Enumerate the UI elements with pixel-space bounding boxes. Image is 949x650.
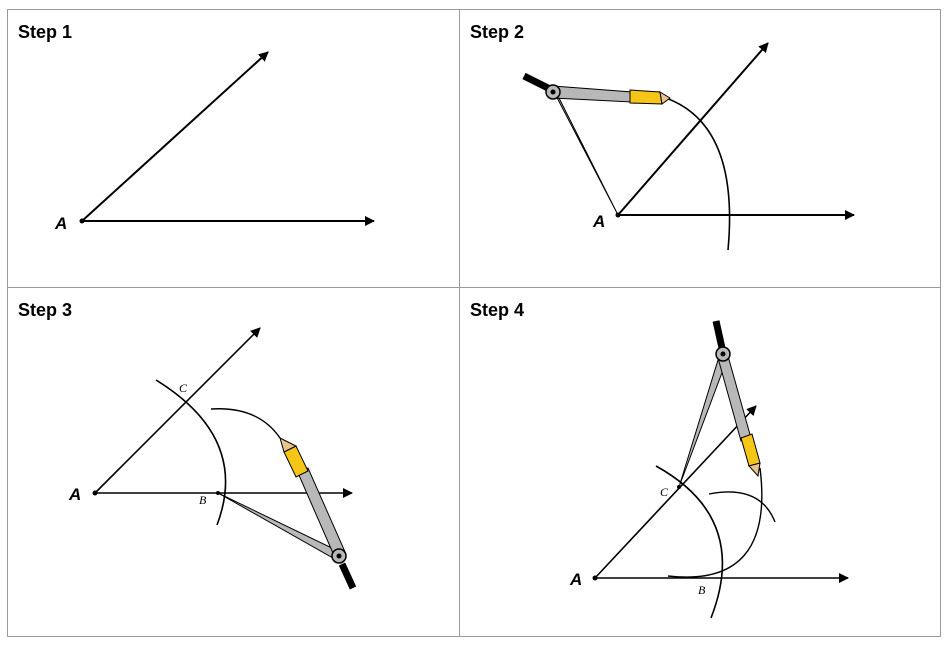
step-1-label: Step 1 xyxy=(18,22,73,42)
compass xyxy=(522,72,671,216)
arc-large xyxy=(667,467,763,578)
point-label-b: B xyxy=(698,583,706,597)
arc-through-b-c xyxy=(155,379,227,526)
step-3-panel: Step 3 A C B xyxy=(8,288,459,636)
pencil-tip xyxy=(279,437,298,453)
compass xyxy=(217,437,357,590)
step-3-label: Step 3 xyxy=(18,300,73,320)
vertex-label-a: A xyxy=(54,214,67,233)
compass-hinge-pin xyxy=(550,89,556,95)
step-1-diagram: A xyxy=(54,51,375,233)
compass-handle xyxy=(712,320,726,349)
compass-pencil-arm xyxy=(552,85,633,103)
vertex-point xyxy=(615,212,621,218)
ray-upper xyxy=(94,327,261,494)
steps-grid xyxy=(7,9,941,637)
compass xyxy=(678,320,761,488)
point-b xyxy=(216,491,220,495)
compass-hinge-pin xyxy=(336,553,342,559)
vertex-label-a: A xyxy=(569,570,582,589)
pencil-body xyxy=(629,89,663,105)
pencil-tip xyxy=(748,462,761,478)
pencil-body xyxy=(740,433,761,467)
vertex-point xyxy=(79,218,85,224)
step-1-panel: Step 1 A xyxy=(8,10,459,287)
step-3-diagram: A C B xyxy=(68,327,357,590)
vertex-label-a: A xyxy=(592,212,605,231)
point-label-c: C xyxy=(660,485,669,499)
step-4-label: Step 4 xyxy=(470,300,525,320)
ray-upper xyxy=(617,42,769,216)
step-4-diagram: A C B xyxy=(569,320,849,619)
grid-divider-horizontal xyxy=(7,287,941,288)
point-c xyxy=(677,485,681,489)
compass-needle-leg xyxy=(678,359,727,488)
arc-small xyxy=(708,491,776,523)
compass-handle xyxy=(338,562,357,590)
step-2-label: Step 2 xyxy=(470,22,525,42)
point-label-c: C xyxy=(179,381,188,395)
vertex-point xyxy=(92,490,98,496)
compass-needle-leg xyxy=(551,87,619,216)
arc-upper-right xyxy=(210,408,281,439)
step-2-diagram: A xyxy=(522,42,855,251)
ray-upper xyxy=(594,405,757,579)
arc-through-b-c xyxy=(655,465,724,619)
vertex-label-a: A xyxy=(68,485,81,504)
ray-upper xyxy=(81,51,269,222)
step-4-panel: Step 4 A C B xyxy=(460,288,940,636)
compass-hinge-pin xyxy=(720,351,726,357)
step-2-panel: Step 2 A xyxy=(460,10,940,287)
point-label-b: B xyxy=(199,493,207,507)
vertex-point xyxy=(592,575,598,581)
arc xyxy=(659,95,731,251)
pencil-tip xyxy=(659,91,671,105)
grid-divider-vertical xyxy=(459,9,460,637)
